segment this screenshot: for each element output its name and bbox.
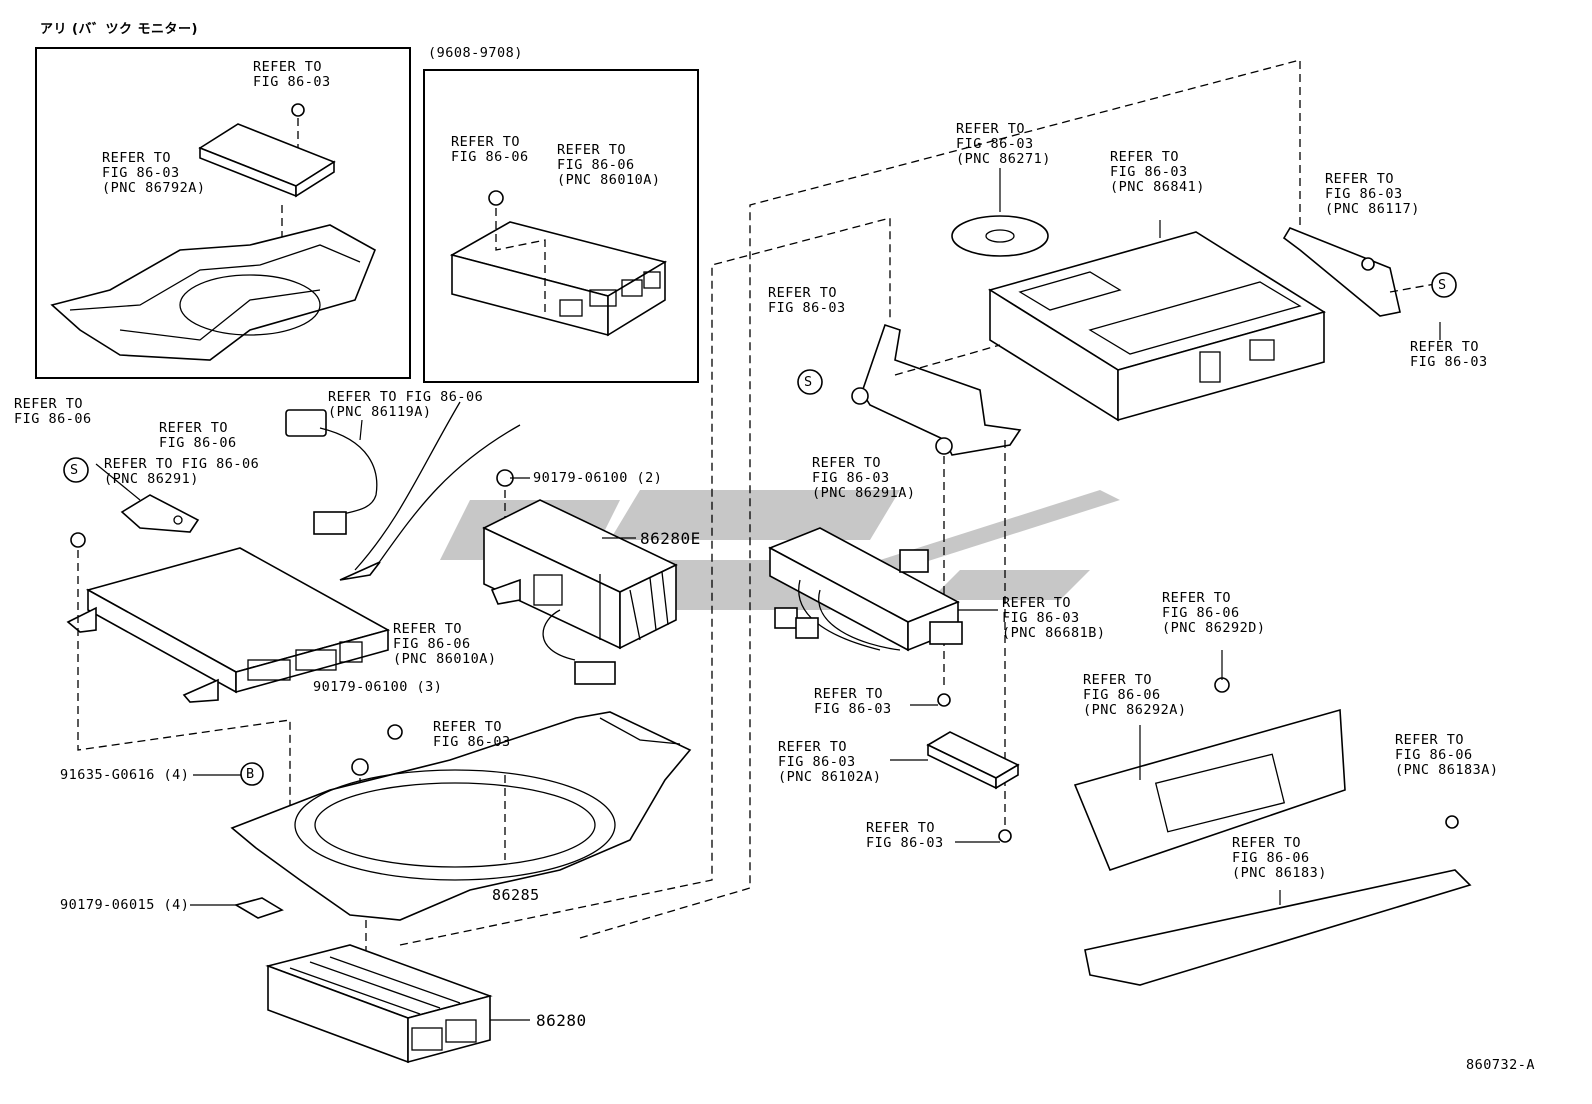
bracket-86285: [230, 711, 692, 921]
part-number-clip: 90179-06015 (4): [60, 897, 190, 913]
marker-s-mid: [797, 369, 823, 395]
part-number-86280: 86280: [536, 1011, 587, 1030]
bracket-86117: [1282, 227, 1436, 317]
harness-86119A: [285, 409, 378, 535]
direction-arrow: [339, 401, 521, 581]
module-86102A: [926, 693, 1020, 843]
routing-line-b: [399, 217, 891, 946]
routing-line-a: [579, 59, 1301, 939]
inset-frame-back-monitor: [35, 47, 411, 379]
marker-s-left: [63, 457, 89, 483]
ref-label: REFER TO FIG 86-06(PNC 86119A): [328, 389, 484, 420]
amplifier-86280: [265, 920, 493, 1064]
leader-lines: [190, 322, 1441, 1021]
symbol-s: S: [804, 374, 813, 390]
header-note: アリ (バ゛ツク モニター): [40, 22, 198, 37]
marker-s-right: [1431, 272, 1457, 298]
clip-86291: [95, 463, 200, 533]
left-module-86010A: [66, 532, 391, 810]
amplifier-86280E: [482, 469, 678, 685]
symbol-b: B: [246, 766, 255, 782]
part-number-86280E: 86280E: [640, 529, 701, 548]
marker-b: [240, 762, 264, 786]
cd-changer-86841: [988, 220, 1326, 422]
inset-date-range: (9608-9708): [428, 45, 523, 61]
inset-frame-date-range: [423, 69, 699, 383]
panel-86292A: [1073, 650, 1346, 871]
part-number-nut-3: 90179-06100 (3): [313, 679, 443, 695]
sheet-id: 860732-A: [1466, 1057, 1536, 1073]
ref-label: REFER TO FIG 86-06(PNC 86291): [104, 456, 260, 487]
cd-disc: [951, 168, 1049, 257]
inset1-bracket: [50, 224, 377, 361]
symbol-s: S: [1438, 277, 1447, 293]
part-number-bolt: 91635-G0616 (4): [60, 767, 190, 783]
part-number-nut-2: 90179-06100 (2): [533, 470, 663, 486]
plate-86183: [1084, 815, 1472, 986]
part-number-86285: 86285: [492, 886, 540, 904]
module-86681B: [768, 527, 963, 652]
inset2-module: [449, 190, 668, 337]
symbol-s: S: [70, 462, 79, 478]
inset1-module: [198, 103, 336, 260]
